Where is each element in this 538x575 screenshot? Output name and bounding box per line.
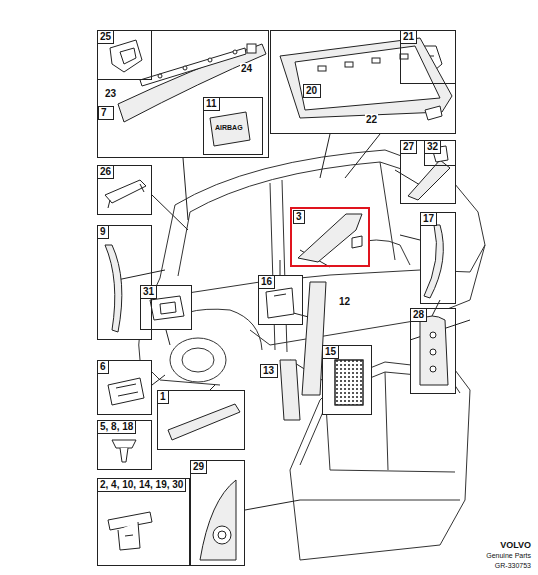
callout-number: 11 — [203, 97, 220, 111]
callout-box: 7 — [98, 106, 114, 120]
brand-note: GR-330753 — [494, 561, 532, 570]
callout-number: 22 — [365, 114, 378, 126]
callout-number: 1 — [157, 390, 169, 404]
callout-number: 6 — [97, 360, 109, 374]
inset-box: 16 — [258, 275, 303, 325]
leader-lines — [117, 134, 470, 510]
brand-note: VOLVO — [499, 540, 532, 551]
inset-box: 3 — [290, 207, 370, 267]
inset-box: 24 23 25 7 11AIRBAG — [97, 30, 269, 158]
callout-number: 9 — [97, 225, 109, 239]
callout-number: 29 — [190, 460, 207, 474]
callout-number: 3 — [293, 210, 305, 224]
callout-box: 13 — [260, 364, 278, 378]
inset-box: 9 — [97, 225, 152, 340]
callout-number: 27 — [400, 140, 417, 154]
inset-box: 11AIRBAG — [203, 97, 263, 155]
inset-box: 27 32 — [400, 140, 456, 204]
inset-grounds — [97, 30, 456, 566]
pad-text: AIRBAG — [215, 124, 243, 132]
callout-number: 20 — [304, 85, 320, 97]
callout-number: 32 — [424, 140, 441, 154]
inset-box: 29 — [190, 460, 245, 566]
inset-box: 5, 8, 18 — [97, 420, 152, 470]
inset-box: 22 21 20 — [270, 30, 456, 134]
callout-number: 24 — [240, 63, 253, 75]
inset-box: 2, 4, 10, 14, 19, 30 — [97, 478, 190, 566]
inset-box: 21 — [400, 30, 456, 84]
callout-number: 5, 8, 18 — [97, 420, 136, 434]
inset-box: 6 — [97, 360, 152, 415]
callout-number: 15 — [322, 345, 339, 359]
inset-box: 25 — [97, 30, 152, 80]
callout-number: 31 — [140, 285, 157, 299]
callout-number: 26 — [97, 165, 114, 179]
callout-number: 2, 4, 10, 14, 19, 30 — [97, 478, 186, 492]
inset-box: 31 — [140, 285, 192, 330]
callout-number: 21 — [400, 30, 417, 44]
callout-number: 13 — [261, 365, 277, 377]
callout-number: 23 — [104, 88, 117, 100]
callout-number: 28 — [410, 308, 427, 322]
inset-box: 1 — [157, 390, 245, 450]
inset-box: 32 — [424, 140, 456, 166]
inset-box: 26 — [97, 165, 152, 215]
inset-box: 28 — [410, 308, 456, 394]
callout-number: 25 — [97, 30, 114, 44]
callout-number: 16 — [258, 275, 275, 289]
inset-box: 17 — [420, 212, 456, 304]
inset-box: 15 — [322, 345, 372, 415]
callout-number: 17 — [420, 212, 437, 226]
brand-note: Genuine Parts — [485, 551, 532, 560]
callout-box: 20 — [303, 84, 321, 98]
callout-number: 7 — [99, 107, 113, 119]
callout-number: 12 — [338, 296, 351, 308]
